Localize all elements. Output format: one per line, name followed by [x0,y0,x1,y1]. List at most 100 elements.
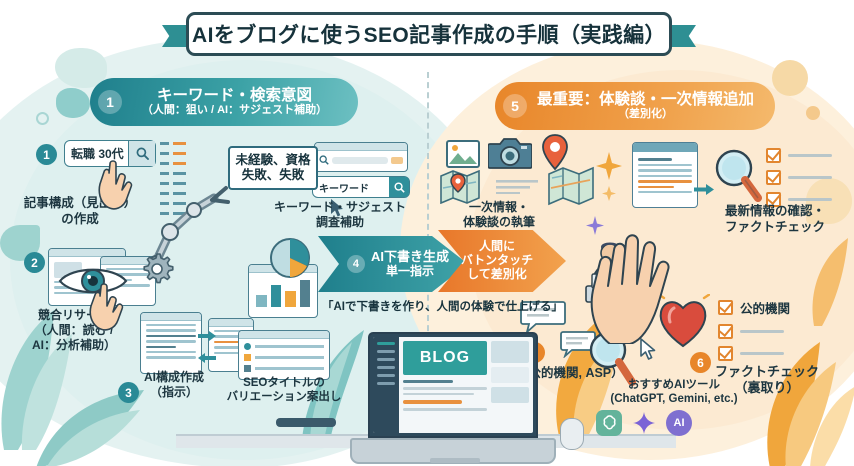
checkbox-checked-icon[interactable] [718,346,733,361]
magnifier-icon [586,330,638,393]
step-5-labels: 最重要：体験談・一次情報追加 （差別化） [534,91,757,121]
checkbox-checked-icon[interactable] [718,300,733,315]
laptop-screen-content: BLOG [373,337,533,433]
step-5-subtitle: （差別化） [618,108,673,121]
laptop-screen: BLOG [368,332,538,438]
leaf-decor-icon [0,300,84,450]
blog-sidebar [373,337,399,433]
step-1-number: 1 [98,89,122,114]
pointing-hand-icon [88,282,132,339]
caption-keyword-suggest: キーワード・サジェスト調査補助 [273,200,406,229]
eye-icon [58,262,128,305]
caption-fact-check: ファクトチェック（裏取り） [714,364,819,396]
camera-icon [487,136,533,175]
ribbon-left-decor [162,25,188,47]
gemini-icon[interactable] [631,410,657,436]
ai-tools-title: おすすめAIツール [628,379,720,391]
decor-blob [55,48,107,88]
handoff-line-2: バトンタッチ [460,253,534,268]
title-banner: AIをブログに使うSEO記事作成の手順（実践編） [162,12,696,56]
cursor-pointer-icon [640,338,658,365]
hand-icon [586,228,690,349]
arrow-left-icon [198,350,216,368]
chatgpt-icon[interactable] [596,410,622,436]
laptop-trackpad [430,458,480,463]
caption-fact-update: 最新情報の確認・ファクトチェック [724,204,825,234]
checkbox-checked-icon[interactable] [718,324,733,339]
search-input-value: 転職 30代 [71,147,124,161]
ai-outline-card-input [140,312,202,374]
leaf-decor-icon [756,340,854,466]
magnifier-icon [714,148,762,209]
step-4-line-2: 単一指示 [385,263,434,278]
browser-window-card [314,142,408,172]
ai-badge-icon[interactable]: AI [666,410,692,436]
pie-chart-icon [268,236,312,285]
step-5-header: 5 最重要：体験談・一次情報追加 （差別化） [495,82,775,130]
map-pin-icon [542,134,568,175]
step-4-line-1: AI下書き生成 [370,248,449,264]
decor-circle-outline [36,112,49,125]
step-4-arrow: 4 AI下書き生成 単一指示 [318,236,468,292]
checkbox-checked-icon[interactable] [766,148,781,163]
card-titlebar [141,313,201,321]
leaf-decor-icon [36,372,146,466]
keyword-card-line-1: 未経験、資格 [235,152,311,167]
cursor-pointer-icon [330,198,346,223]
image-icon [446,140,480,173]
arrow-right-icon [694,182,714,200]
step-2-marker: 2 [24,252,45,273]
blog-hero-banner: BLOG [403,341,487,375]
card-titlebar [209,319,253,327]
step-4-number: 4 [346,254,365,273]
sparkle-icon [586,216,604,240]
browser-titlebar [315,143,407,151]
handoff-line-3: して差別化 [467,266,527,281]
article-document-card [632,142,698,208]
page-title: AIをブログに使うSEO記事作成の手順（実践編） [192,24,666,47]
key-message-quote: 「AIで下書きを作り、人間の体験で仕上げる」 [322,301,564,313]
card-titlebar [239,331,329,339]
step-3-marker: 3 [118,382,139,403]
search-icon[interactable] [128,141,155,166]
title-box: AIをブログに使うSEO記事作成の手順（実践編） [186,12,672,56]
leaf-decor-icon [300,330,370,440]
arrow-right-icon [198,328,216,346]
caption-sources: （公的機関, ASP） [516,366,624,380]
checklist-top [766,148,832,214]
ai-tools-row: AI [596,410,692,436]
checklist-item: 公的機関 [718,298,790,317]
text-lines-decor [496,180,538,199]
speech-bubble-icon [520,300,566,339]
map-icon [440,169,480,209]
sparkle-icon [602,186,616,206]
decor-blob [56,88,90,118]
step-5-title: 最重要：体験談・一次情報追加 [536,90,754,108]
caption-seo-titles: SEOタイトルのバリエーション案出し [226,377,342,404]
search-input-keyword[interactable]: キーワード [312,176,410,198]
step-6-marker: 6 [690,352,711,373]
search-icon[interactable] [389,177,409,197]
sparkle-icon [596,152,622,185]
speech-bubble-icon [560,330,596,363]
step-1-subtitle: （人間：狙い / AI：サジェスト補助） [141,104,328,117]
pointing-hand-icon [96,158,142,219]
step-1-labels: キーワード・検索意図 （人間：狙い / AI：サジェスト補助） [129,87,340,117]
card-titlebar [49,249,125,257]
step-1-title: キーワード・検索意図 [156,86,312,104]
checklist-item [718,324,790,339]
mouse-icon [560,418,584,450]
ribbon-right-decor [670,25,696,47]
checkbox-checked-icon[interactable] [766,170,781,185]
checklist-item [766,192,832,207]
pencil-icon [276,418,336,427]
keyword-ideas-card: 未経験、資格 失敗、失敗 [228,146,318,190]
checkbox-checked-icon[interactable] [766,192,781,207]
ai-tools-sub: (ChatGPT, Gemini, etc.) [610,393,738,406]
handoff-line-1: 人間に [478,239,515,254]
card-titlebar [101,257,155,265]
laptop-base [350,438,556,464]
seo-titles-card [238,330,330,380]
checklist-bottom: 公的機関 [718,298,790,368]
